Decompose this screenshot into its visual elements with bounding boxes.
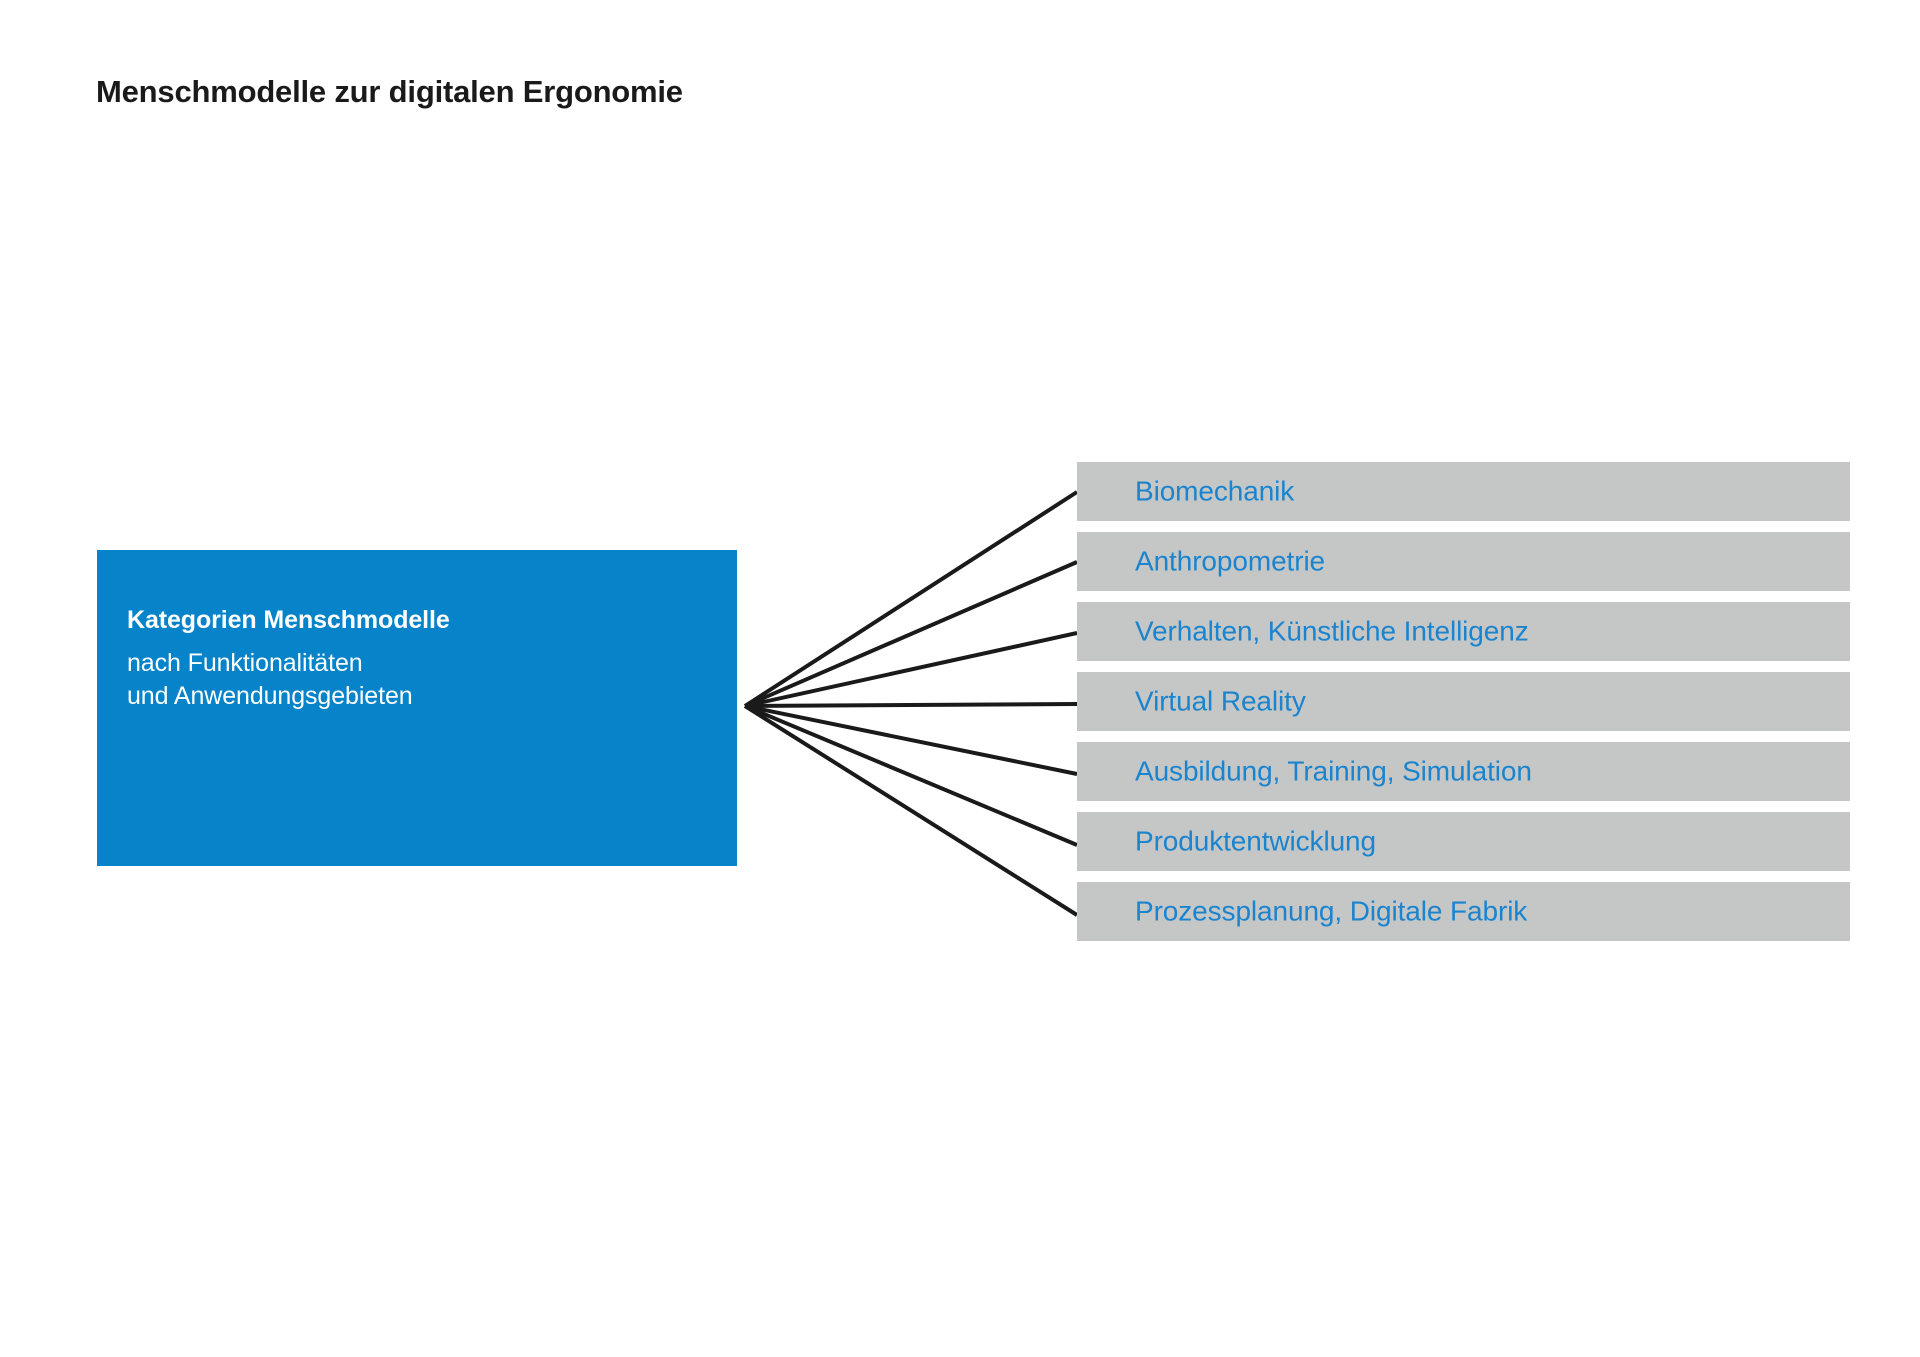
page-title: Menschmodelle zur digitalen Ergonomie (96, 74, 683, 109)
category-bar-ausbildung-training-simulation[interactable]: Ausbildung, Training, Simulation (1077, 742, 1850, 801)
root-node-subtitle-line-1: nach Funktionalitäten (127, 649, 363, 677)
connector-line-3 (744, 631, 1078, 708)
connector-line-6 (744, 704, 1078, 847)
category-label: Prozessplanung, Digitale Fabrik (1135, 894, 1528, 926)
category-bar-prozessplanung-digitale-fabrik[interactable]: Prozessplanung, Digitale Fabrik (1077, 882, 1850, 941)
root-node-text: Kategorien Menschmodelle nach Funktional… (127, 608, 723, 713)
category-label: Anthropometrie (1135, 544, 1326, 576)
root-node-box[interactable]: Kategorien Menschmodelle nach Funktional… (97, 550, 737, 866)
category-bar-verhalten-ki[interactable]: Verhalten, Künstliche Intelligenz (1077, 602, 1850, 661)
connector-line-7 (743, 704, 1079, 917)
category-bar-biomechanik[interactable]: Biomechanik (1077, 462, 1850, 521)
category-label: Biomechanik (1135, 474, 1295, 506)
category-label: Verhalten, Künstliche Intelligenz (1135, 614, 1529, 646)
connector-line-1 (743, 490, 1079, 708)
category-bar-virtual-reality[interactable]: Virtual Reality (1077, 672, 1850, 731)
connector-line-4 (744, 702, 1078, 708)
connector-line-5 (744, 704, 1078, 776)
category-bar-anthropometrie[interactable]: Anthropometrie (1077, 532, 1850, 591)
category-label: Virtual Reality (1135, 684, 1306, 716)
root-node-title: Kategorien Menschmodelle (127, 606, 450, 634)
category-bar-produktentwicklung[interactable]: Produktentwicklung (1077, 812, 1850, 871)
connector-line-2 (744, 560, 1078, 708)
category-label: Produktentwicklung (1135, 824, 1376, 856)
root-node-subtitle-line-2: und Anwendungsgebieten (127, 682, 413, 710)
category-list: Biomechanik Anthropometrie Verhalten, Kü… (1077, 462, 1850, 941)
category-label: Ausbildung, Training, Simulation (1135, 754, 1532, 786)
